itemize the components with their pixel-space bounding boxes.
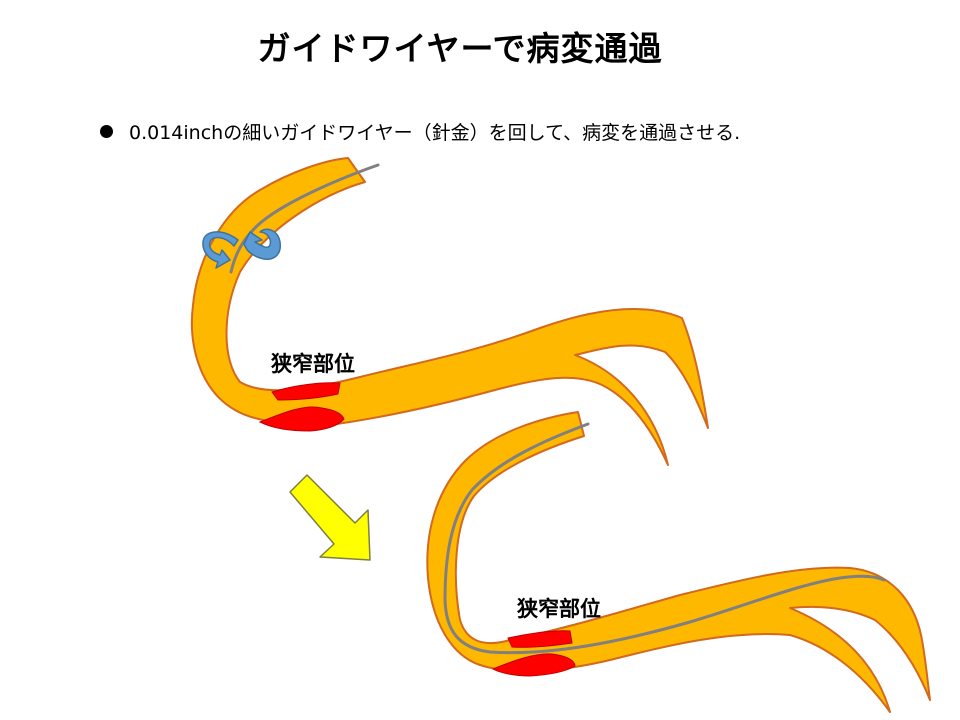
guidewire-after	[443, 422, 886, 655]
rotation-arrow-icon	[202, 228, 281, 269]
page-title: ガイドワイヤーで病変通過	[257, 29, 663, 68]
rotation-arrow-right-icon	[243, 228, 281, 260]
bullet-dot-icon	[100, 125, 113, 138]
bullet-item: 0.014inchの細いガイドワイヤー（針金）を回して、病変を通過させる.	[100, 118, 740, 145]
stenosis-label-after: 狭窄部位	[517, 597, 601, 621]
transition-arrow-icon	[289, 474, 371, 561]
bullet-text: 0.014inchの細いガイドワイヤー（針金）を回して、病変を通過させる.	[129, 122, 741, 144]
vessel-after	[426, 411, 931, 713]
rotation-arrow-left-icon	[202, 231, 239, 269]
guidewire-before	[229, 163, 380, 274]
lesion-after-upper	[507, 630, 573, 648]
stenosis-label-before: 狭窄部位	[271, 352, 355, 376]
lesion-before-lower	[258, 406, 345, 432]
lesion-after-lower	[491, 653, 576, 677]
lesion-before-upper	[271, 382, 341, 401]
vessel-before	[190, 157, 709, 466]
